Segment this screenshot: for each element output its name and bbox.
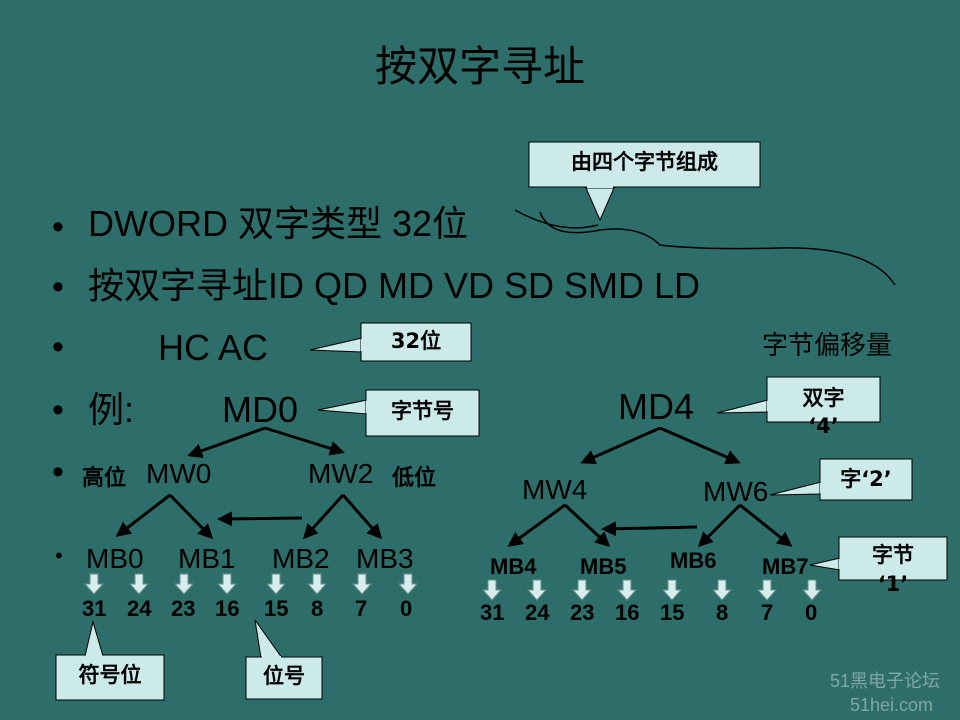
curly-brace — [539, 211, 896, 286]
callout-bit-number — [245, 619, 323, 700]
bullet-dot-3: • — [52, 328, 64, 366]
right-bit-arrows — [481, 579, 823, 601]
left-word-mw0: MW0 — [146, 458, 212, 489]
left-byte-mb2: MB2 — [272, 543, 330, 574]
bullet-dot-4: • — [52, 391, 64, 429]
callout-bytes-composed — [528, 141, 761, 222]
high-label: 高位 — [82, 466, 127, 491]
right-tree-lines — [507, 426, 793, 548]
left-bit-8: 8 — [311, 596, 324, 621]
page-title: 按双字寻址 — [374, 42, 585, 91]
right-bit-7: 7 — [761, 600, 774, 625]
watermark-line2: 51hei.com — [850, 695, 934, 715]
callout-byte1-line1: 字节 — [872, 543, 914, 567]
left-bit-15: 15 — [264, 596, 289, 621]
left-tree-lines — [115, 426, 382, 540]
left-bit-23: 23 — [171, 596, 196, 621]
callout-dword4 — [716, 376, 881, 423]
left-root-md0: MD0 — [222, 389, 299, 430]
callout-word2 — [769, 458, 913, 501]
left-word-mw2: MW2 — [308, 458, 374, 489]
left-bit-31: 31 — [82, 596, 107, 621]
callout-byte1-line2: ‘1’ — [877, 572, 909, 596]
bullet-dot-5: • — [52, 453, 64, 491]
right-bit-0: 0 — [805, 600, 818, 625]
right-word-mw6: MW6 — [703, 476, 769, 507]
bullet-dot-1: • — [52, 208, 64, 246]
right-byte-mb5: MB5 — [580, 554, 627, 579]
bullet-dot-2: • — [52, 268, 64, 306]
callout-word2-text: 字‘2’ — [840, 467, 892, 491]
bullet-text-addressing: 按双字寻址ID QD MD VD SD SMD LD — [88, 265, 701, 306]
bullet-text-example: 例: — [88, 389, 135, 430]
right-bit-31: 31 — [480, 600, 505, 625]
callout-sign-bit-text: 符号位 — [78, 663, 142, 687]
callout-byte-number-text: 字节号 — [391, 399, 454, 423]
right-word-mw4: MW4 — [522, 474, 588, 505]
callout-bit-number-text: 位号 — [263, 664, 305, 688]
right-byte-mb7: MB7 — [762, 554, 809, 579]
byte-offset-label: 字节偏移量 — [762, 331, 893, 361]
left-bit-arrows — [83, 573, 419, 595]
right-bit-8: 8 — [716, 600, 729, 625]
bullet-text-hc-ac: HC AC — [158, 327, 269, 368]
left-byte-mb0: MB0 — [86, 543, 144, 574]
curly-brace-left — [514, 209, 599, 229]
callout-dword4-line2: ‘4’ — [808, 414, 839, 438]
right-byte-mb6: MB6 — [670, 548, 717, 573]
callout-sign-bit — [55, 620, 165, 701]
left-bit-24: 24 — [127, 596, 152, 621]
left-bit-0: 0 — [400, 596, 413, 621]
bullet-dot-6: • — [55, 543, 63, 568]
left-bit-16: 16 — [215, 596, 240, 621]
right-byte-mb4: MB4 — [490, 554, 537, 579]
callout-dword4-line1: 双字 — [802, 386, 845, 410]
watermark-line1: 51黑电子论坛 — [830, 671, 941, 691]
right-bit-15: 15 — [660, 600, 685, 625]
callout-32bit-text: 32位 — [390, 329, 442, 353]
right-root-md4: MD4 — [618, 386, 695, 427]
low-label: 低位 — [392, 466, 437, 491]
callout-bytes-composed-text: 由四个字节组成 — [571, 150, 718, 174]
left-byte-mb3: MB3 — [356, 543, 414, 574]
right-bit-23: 23 — [570, 600, 595, 625]
bullet-text-dword: DWORD 双字类型 32位 — [88, 203, 469, 244]
right-bit-24: 24 — [525, 600, 550, 625]
callout-byte-number — [317, 389, 480, 437]
callout-32bit — [309, 322, 472, 362]
left-byte-mb1: MB1 — [178, 543, 236, 574]
right-bit-16: 16 — [615, 600, 640, 625]
callout-byte1 — [809, 536, 948, 581]
left-bit-7: 7 — [355, 596, 368, 621]
